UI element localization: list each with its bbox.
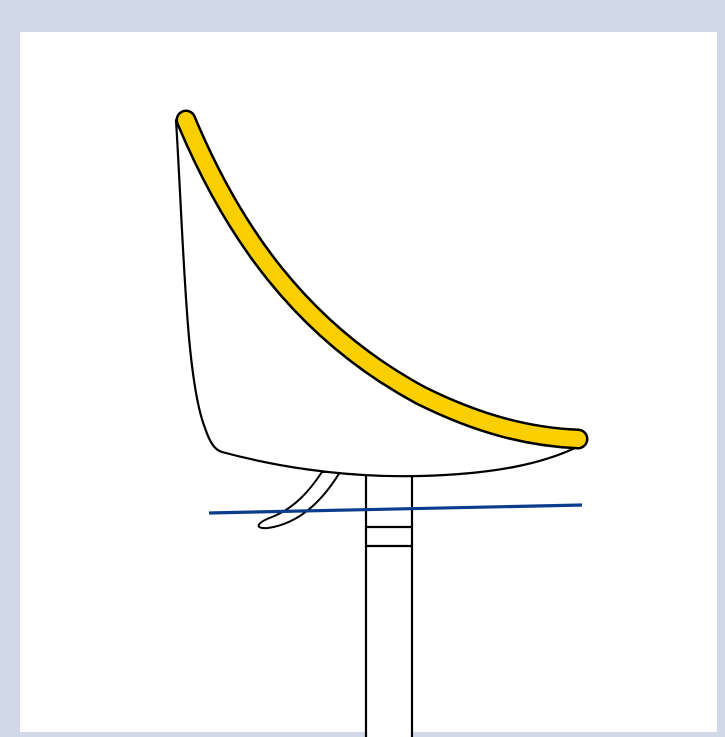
adjustment-lever [257,471,341,530]
seat-edge-highlight [175,109,589,450]
seat-edge-fill [178,112,586,447]
horizontal-reference-line [208,503,583,515]
